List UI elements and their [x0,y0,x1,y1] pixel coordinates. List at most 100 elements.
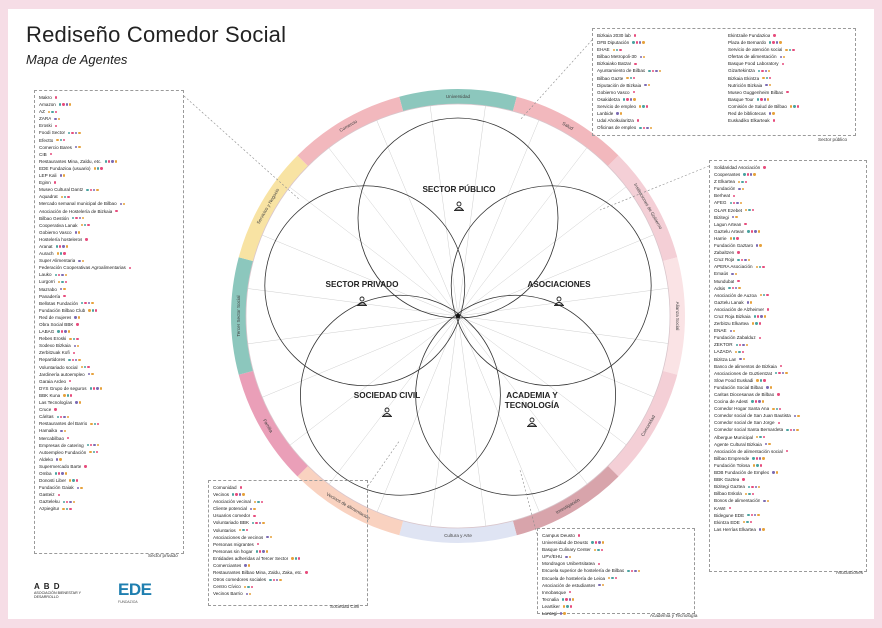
agent-name: Aurach [39,251,54,257]
category-dot [67,436,70,440]
category-dot [785,372,788,375]
svg-text:SOCIEDAD CIVIL: SOCIEDAD CIVIL [354,391,420,400]
agent-name: Asociación de alimentación social [714,448,783,454]
agent-list-item: Cruz Roja Bizkaia [714,313,862,320]
category-dot [757,69,761,73]
agent-list-item: Comedor social de San Jorge [714,419,862,426]
agent-list-item: Servicio de empleo [597,103,720,110]
agent-list-item: Entidades adheridas al Tercer Sector [213,555,363,562]
agent-list-item: Albergue Municipal [714,434,862,441]
category-dots [62,500,76,504]
agent-list-item: Ayuntamiento de Bilbao [597,67,720,74]
category-dot [561,598,565,601]
category-dots [57,330,70,333]
category-dot [250,585,253,589]
category-dot [762,435,766,439]
category-dot [63,429,66,433]
category-dot [57,330,60,333]
agent-name: Bizitza Lan [714,356,737,362]
agent-list-item: Comedor Hogar Santa Ana [714,405,862,412]
radial-spoke [457,147,588,317]
category-dot [630,569,634,573]
category-dots [648,69,662,73]
category-dots [305,571,308,574]
category-dot [752,457,755,460]
category-dot [755,322,758,325]
category-dot [742,521,746,524]
agent-list-item: Restaurantes Bilbao Mina, Zaldu, Zaka, e… [213,569,363,576]
category-dot [758,485,761,488]
category-dots [769,41,782,44]
category-dot [60,429,63,433]
agent-name: Bonos de alimentación [714,498,761,504]
agent-name: Federación Cooperativas Agroalimentarias [39,265,126,271]
agent-list-item: Restaurantes Mina, Zaldu, etc. [39,158,179,165]
agent-name: Centro Cívico [213,584,241,590]
category-dot [756,435,759,439]
category-dots [742,521,752,524]
category-dot [759,244,762,247]
category-dot [54,110,58,113]
category-dots [128,266,132,269]
category-dot [633,76,636,80]
category-dot [735,216,738,219]
agent-name: Bilbao Eskola [714,491,742,497]
agent-name: Voluntariado BBK [213,520,250,526]
category-dots [74,231,81,234]
category-dot [563,612,566,615]
category-dot [746,173,750,176]
category-dot [767,69,771,73]
category-dot [47,110,51,113]
agent-name: Fundación Gaiak [39,485,74,491]
agent-list-item: Personas migrantes [213,541,363,548]
sector-label-3: SOCIEDAD CIVIL [354,391,420,417]
category-dots [636,119,640,122]
category-dot [594,541,598,544]
agent-name: BDB Fundación de Empleo [714,470,770,476]
category-dot [747,513,750,517]
category-dot [642,126,646,129]
category-dot [93,422,97,426]
category-dot [648,69,651,73]
agent-list-item: Berheat [714,192,862,199]
category-dots [763,499,770,503]
category-dot [744,223,747,226]
agent-list-item: Escuela superior de hostelería de Bilbao [542,567,690,574]
radial-spoke [262,315,459,398]
category-dots [72,351,76,355]
agent-list-item: Zerbitzu Elkartea [714,320,862,327]
agent-list-item: Rebes Eroski [39,335,179,342]
category-dot [78,216,82,220]
category-dots [737,279,740,283]
radial-spoke [457,186,627,317]
category-dots [49,153,53,156]
agent-name: Servicio de atención social [728,47,783,53]
category-dot [751,400,754,403]
agent-name: Usuarios comedor [213,513,251,519]
category-dots [774,372,788,375]
category-dots [232,493,245,496]
agent-name: Agente Cultural Bizkaia [714,441,762,447]
ring-segment-11 [297,96,404,167]
category-dots [738,187,745,191]
sector-circle [450,185,652,387]
agent-name: Zerbitzu Elkartea [714,321,749,327]
agent-list-item: Bidegune EDE [714,512,862,519]
agent-name: Mercabilbao [39,435,65,441]
agent-name: Eginn [39,180,51,186]
category-dot [729,329,732,332]
category-dot [59,174,62,177]
ring-segment-8 [238,370,309,477]
ring-segment-1 [512,96,619,167]
category-dot [291,557,294,560]
category-dots [747,513,760,517]
agent-name: Panadería [39,293,61,299]
agent-list-item: Bizitegi [714,214,862,221]
agent-name: Basque Culinary Center [542,547,591,553]
category-dot [242,493,245,496]
category-dot [639,55,642,59]
agent-name: Personas migrantes [213,541,254,547]
agent-name: Caritas Diocesanas de Bilbao [714,392,775,397]
agent-list-item: Bilbao Gestión [39,215,179,222]
